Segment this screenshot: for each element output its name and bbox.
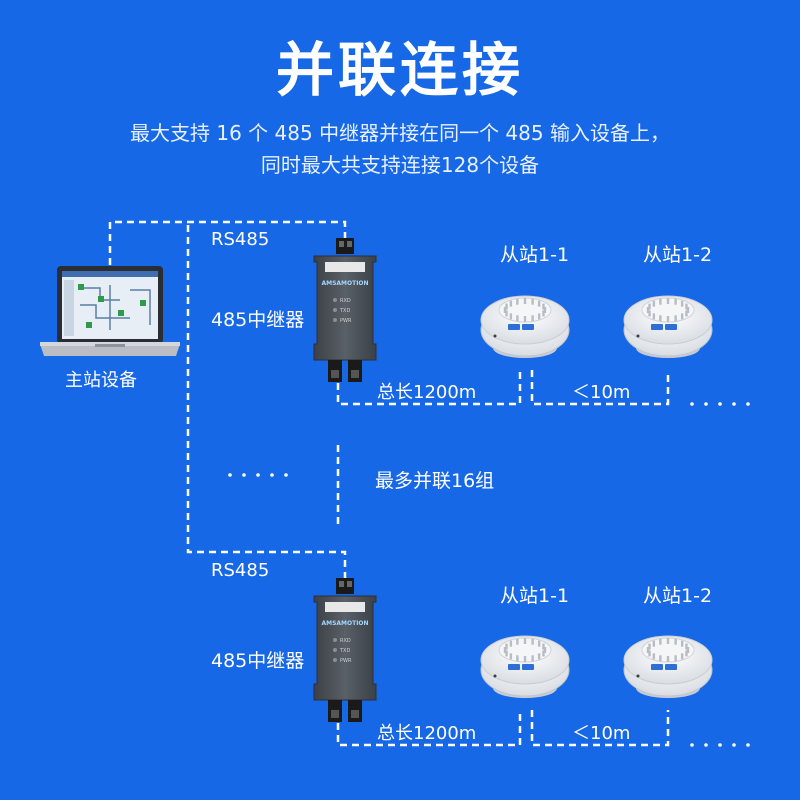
slave-1-1-label-top: 从站1-1	[500, 244, 570, 266]
repeater-2-label: 485中继器	[211, 650, 305, 672]
subtitle-line-1: 最大支持 16 个 485 中继器并接在同一个 485 输入设备上，	[130, 121, 670, 145]
repeater-led-label: PWR	[340, 318, 352, 324]
repeater-led-label: TXD	[339, 648, 350, 654]
repeater-2-to-slaves-wire	[336, 710, 522, 747]
slave-1-1-label-bottom: 从站1-1	[500, 585, 570, 607]
master-to-repeater-1-wire	[108, 220, 347, 265]
master-device-label: 主站设备	[65, 370, 137, 391]
repeater-1-label: 485中继器	[211, 309, 305, 331]
repeater-1-image: AMSAMOTION RXD TXD PWR	[313, 238, 377, 382]
repeater-1-to-slaves-wire	[336, 370, 522, 406]
slave-device-2-1-image	[480, 635, 570, 698]
continuation-dots	[228, 402, 750, 747]
slave-device-1-2-image	[623, 295, 713, 358]
slave-1-1-to-1-2-wire	[530, 370, 670, 406]
slave-device-1-1-image	[480, 295, 570, 358]
wiring	[108, 220, 670, 747]
subtitle-line-2: 同时最大共支持连接128个设备	[260, 153, 540, 177]
master-to-repeater-2-wire	[186, 225, 347, 580]
max-parallel-label: 最多并联16组	[375, 470, 495, 492]
repeater-led-label: RXD	[340, 298, 351, 304]
repeater-led-label: TXD	[339, 308, 350, 314]
slave-device-2-2-image	[623, 635, 713, 698]
slave-2-1-to-2-2-wire	[530, 710, 670, 747]
repeater-led-label: PWR	[340, 658, 352, 664]
repeater-brand-text: AMSAMOTION	[321, 620, 368, 627]
slave-1-2-label-bottom: 从站1-2	[643, 585, 713, 607]
repeater-led-label: RXD	[340, 638, 351, 644]
rs485-label-1: RS485	[211, 229, 270, 250]
repeater-brand-text: AMSAMOTION	[321, 280, 368, 287]
page-title: 并联连接	[275, 36, 524, 104]
total-length-label-2: 总长1200m	[377, 723, 477, 744]
rs485-label-2: RS485	[211, 560, 270, 581]
repeater-2-image: AMSAMOTION RXD TXD PWR	[313, 578, 377, 722]
slave-1-2-label-top: 从站1-2	[643, 244, 713, 266]
spacing-label-1: ＜10m	[572, 382, 631, 403]
master-laptop-image	[40, 266, 180, 356]
total-length-label-1: 总长1200m	[377, 382, 477, 403]
spacing-label-2: ＜10m	[572, 723, 631, 744]
